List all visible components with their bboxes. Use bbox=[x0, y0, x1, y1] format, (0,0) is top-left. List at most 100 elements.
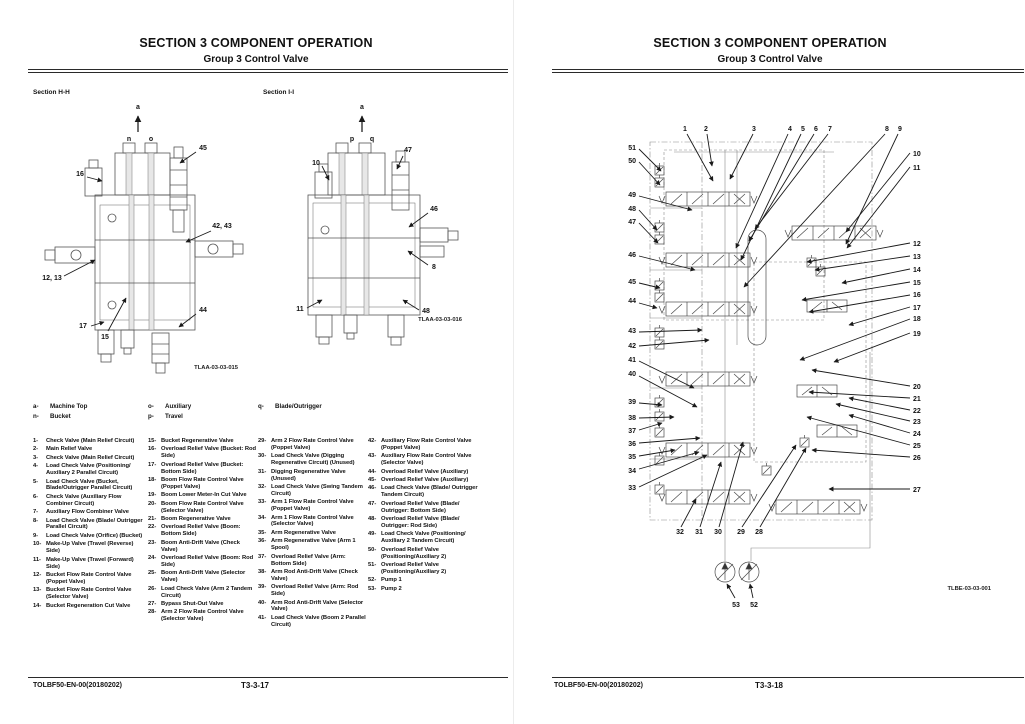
directional-valve-symbol bbox=[768, 499, 868, 515]
parts-list-column-1: 1-Check Valve (Main Relief Circuit)2-Mai… bbox=[33, 438, 146, 611]
part-label: Auxiliary Flow Combiner Valve bbox=[46, 509, 129, 516]
part-label: Boom Anti-Drift Valve (Selector Valve) bbox=[161, 570, 246, 584]
part-label: Arm Rod Anti-Drift Valve (Selector Valve… bbox=[271, 599, 364, 613]
part-number: 40- bbox=[258, 599, 267, 606]
callout-leader-line bbox=[706, 133, 714, 167]
parts-list-item: 4-Load Check Valve (Positioning/ Auxilia… bbox=[33, 463, 146, 477]
legend-item: o-Auxiliary bbox=[148, 403, 191, 410]
callout-number: 44 bbox=[199, 307, 207, 314]
callout-leader-line bbox=[179, 151, 197, 164]
callout-number: 36 bbox=[628, 441, 636, 448]
callout-number: 12 bbox=[913, 241, 921, 248]
legend-label: Auxiliary bbox=[165, 403, 192, 410]
part-number: 2- bbox=[33, 446, 39, 453]
parts-list-item: 44-Overload Relief Valve (Auxiliary) bbox=[368, 469, 482, 476]
callout-leader-line bbox=[848, 306, 911, 327]
callout-leader-line bbox=[735, 133, 789, 249]
callout-leader-line bbox=[306, 299, 323, 309]
part-label: Boom Lower Meter-In Cut Valve bbox=[161, 492, 247, 499]
part-label: Boom Anti-Drift Valve (Check Valve) bbox=[161, 539, 240, 553]
parts-list-item: 14-Bucket Regeneration Cut Valve bbox=[33, 603, 146, 610]
callout-leader-line bbox=[833, 332, 911, 363]
figure-caption-ii: TLAA-03-03-016 bbox=[418, 317, 462, 323]
page-title: SECTION 3 COMPONENT OPERATION bbox=[653, 36, 887, 50]
parts-list-item: 11-Make-Up Valve (Travel (Forward) Side) bbox=[33, 557, 146, 571]
parts-list-item: 48-Overload Relief Valve (Blade/ Outrigg… bbox=[368, 516, 482, 530]
parts-list-item: 32-Load Check Valve (Swing Tandem Circui… bbox=[258, 484, 366, 498]
part-label: Overload Relief Valve (Bucket: Bottom Si… bbox=[161, 461, 244, 475]
part-label: Auxiliary Flow Rate Control Valve (Selec… bbox=[381, 453, 472, 467]
callout-number: 32 bbox=[676, 529, 684, 536]
callout-number: 12, 13 bbox=[42, 275, 62, 282]
part-number: 34- bbox=[258, 514, 267, 521]
part-number: 26- bbox=[148, 585, 157, 592]
callout-number: 13 bbox=[913, 254, 921, 261]
part-label: Check Valve (Auxiliary Flow Combiner Cir… bbox=[46, 493, 122, 507]
callout-number: 47 bbox=[628, 219, 636, 226]
legend-key: q- bbox=[258, 403, 264, 410]
callout-number: 25 bbox=[913, 443, 921, 450]
legend-key: p- bbox=[148, 413, 154, 420]
part-number: 31- bbox=[258, 468, 267, 475]
callout-leader-line bbox=[638, 435, 701, 444]
page-number: T3-3-17 bbox=[240, 681, 269, 690]
callout-number: o bbox=[149, 136, 153, 143]
parts-list-item: 3-Check Valve (Main Relief Circuit) bbox=[33, 455, 146, 462]
callout-number: 28 bbox=[755, 529, 763, 536]
parts-list-item: 17-Overload Relief Valve (Bucket: Bottom… bbox=[148, 462, 256, 476]
part-number: 51- bbox=[368, 562, 377, 568]
relief-valve-symbol bbox=[654, 336, 665, 350]
callout-number: 26 bbox=[913, 455, 921, 462]
callout-number: 22 bbox=[913, 408, 921, 415]
callout-leader-line bbox=[321, 165, 330, 181]
callout-number: 45 bbox=[628, 279, 636, 286]
part-label: Arm Regenerative Valve (Arm 1 Spool) bbox=[271, 538, 356, 552]
parts-list-item: 26-Load Check Valve (Arm 2 Tandem Circui… bbox=[148, 586, 256, 600]
legend-item: a-Machine Top bbox=[33, 403, 87, 410]
part-number: 20- bbox=[148, 500, 157, 507]
parts-list-item: 1-Check Valve (Main Relief Circuit) bbox=[33, 438, 146, 445]
relief-valve-symbol bbox=[654, 289, 665, 303]
parts-list-item: 20- Boom Flow Rate Control Valve (Selecto… bbox=[148, 501, 256, 515]
callout-leader-line bbox=[638, 209, 658, 231]
parts-list-item: 5-Load Check Valve (Bucket, Blade/Outrig… bbox=[33, 479, 146, 493]
part-number: 41- bbox=[258, 614, 267, 621]
callout-number: p bbox=[350, 136, 354, 143]
section-ii-body-art bbox=[307, 115, 459, 346]
callout-leader-line bbox=[638, 302, 658, 310]
section-hh-body-art bbox=[44, 115, 244, 374]
part-label: Arm 1 Flow Rate Control Valve (Selector … bbox=[271, 514, 354, 528]
callout-leader-line bbox=[638, 421, 663, 431]
callout-number: 6 bbox=[814, 126, 818, 133]
callout-leader-line bbox=[638, 327, 703, 333]
part-label: Load Check Valve (Bucket, Blade/Outrigge… bbox=[46, 478, 133, 492]
callout-leader-line bbox=[638, 375, 698, 408]
parts-list-item: 51-Overload Relief Valve (Positioning/Au… bbox=[368, 562, 482, 576]
part-number: 36- bbox=[258, 538, 267, 545]
parts-list-item: 42-Auxiliary Flow Rate Control Valve (Po… bbox=[368, 438, 482, 452]
callout-leader-line bbox=[638, 195, 693, 212]
part-label: Load Check Valve (Boom 2 Parallel Circui… bbox=[271, 614, 366, 628]
part-number: 43- bbox=[368, 453, 377, 460]
part-label: Load Check Valve (Positioning/ Auxiliary… bbox=[381, 531, 466, 545]
page-right: SECTION 3 COMPONENT OPERATION Group 3 Co… bbox=[513, 0, 1025, 724]
callout-leader-line bbox=[699, 461, 722, 528]
callout-number: 24 bbox=[913, 431, 921, 438]
relief-valve-symbol bbox=[761, 462, 772, 476]
callout-leader-line bbox=[835, 402, 911, 422]
part-label: Boom Flow Rate Control Valve (Selector V… bbox=[161, 500, 244, 514]
callout-leader-line bbox=[718, 441, 745, 528]
part-label: Overload Relief Valve (Auxiliary) bbox=[381, 468, 469, 475]
part-number: 39- bbox=[258, 584, 267, 591]
parts-list-item: 10-Make-Up Valve (Travel (Reverse) Side) bbox=[33, 541, 146, 555]
parts-list-item: 38-Arm Rod Anti-Drift Valve (Check Valve… bbox=[258, 569, 366, 583]
part-label: Make-Up Valve (Travel (Reverse) Side) bbox=[46, 541, 134, 555]
callout-number: 51 bbox=[628, 145, 636, 152]
callout-number: 15 bbox=[913, 280, 921, 287]
part-label: Overload Relief Valve (Arm: Rod Side) bbox=[271, 584, 359, 598]
part-number: 15- bbox=[148, 438, 157, 444]
callout-leader-line bbox=[63, 259, 96, 277]
footer-rule bbox=[28, 677, 508, 678]
document-id: TOLBF50-EN-00(20180202) bbox=[33, 682, 122, 689]
